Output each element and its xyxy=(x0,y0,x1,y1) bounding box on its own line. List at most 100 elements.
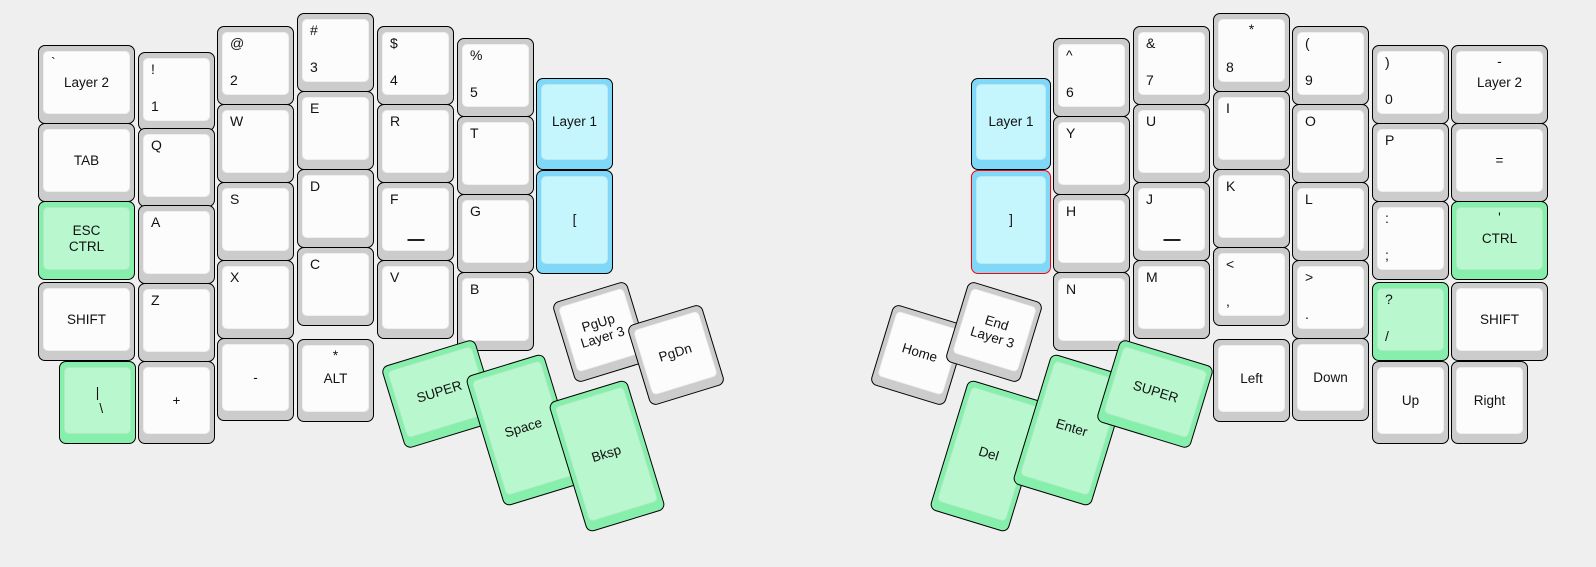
key-r-h[interactable]: H xyxy=(1053,194,1130,273)
keycap-surface: | \ xyxy=(64,367,131,434)
key-r-0[interactable]: )0 xyxy=(1372,45,1449,124)
key-l-5[interactable]: %5 xyxy=(457,38,534,117)
key-l-lbracket[interactable]: [ xyxy=(536,170,613,274)
key-l-e[interactable]: E xyxy=(297,91,374,170)
key-l-c[interactable]: C xyxy=(297,247,374,326)
key-r-8[interactable]: *8 xyxy=(1213,13,1290,92)
key-l-tab[interactable]: TAB xyxy=(38,123,135,202)
key-l-v[interactable]: V xyxy=(377,260,454,339)
key-l-shift[interactable]: SHIFT xyxy=(38,282,135,361)
keycap-surface: PgDn xyxy=(632,310,718,396)
keycap-surface: C xyxy=(302,253,369,316)
key-l-1[interactable]: !1 xyxy=(138,52,215,131)
key-l-d[interactable]: D xyxy=(297,169,374,248)
key-legend-center: + xyxy=(172,392,181,408)
key-r-rbracket[interactable]: ] xyxy=(971,170,1051,274)
key-legend-top: Z xyxy=(151,292,160,308)
key-r-semicolon[interactable]: :; xyxy=(1372,201,1449,280)
key-r-p[interactable]: P xyxy=(1372,123,1449,202)
keycap-surface: Q xyxy=(143,134,210,197)
key-legend-bottom: 8 xyxy=(1226,59,1234,76)
key-legend-top: ? xyxy=(1385,291,1393,307)
key-l-a[interactable]: A xyxy=(138,205,215,284)
key-legend-top: A xyxy=(151,214,161,230)
key-legend-center: Enter xyxy=(1053,416,1090,440)
key-l-t[interactable]: T xyxy=(457,116,534,195)
key-legend-center: CTRL xyxy=(1481,230,1518,246)
key-r-slash[interactable]: ?/ xyxy=(1372,282,1449,361)
key-l-q[interactable]: Q xyxy=(138,128,215,207)
key-l-g[interactable]: G xyxy=(457,194,534,273)
keycap-surface: U xyxy=(1138,110,1205,173)
key-r-7[interactable]: &7 xyxy=(1133,26,1210,105)
keycap-surface: -Layer 2 xyxy=(1456,51,1543,114)
key-l-b[interactable]: B xyxy=(457,272,534,351)
key-legend-top: O xyxy=(1305,113,1316,129)
key-legend-bottom: 0 xyxy=(1385,91,1393,108)
key-l-w[interactable]: W xyxy=(217,104,294,183)
key-r-comma[interactable]: <, xyxy=(1213,247,1290,326)
key-legend-center: = xyxy=(1495,152,1504,168)
keycap-surface: SUPER xyxy=(1103,345,1208,439)
key-legend-center: SUPER xyxy=(1131,378,1181,406)
key-l-z[interactable]: Z xyxy=(138,283,215,362)
key-r-layer1[interactable]: Layer 1 xyxy=(971,78,1051,170)
key-l-x[interactable]: X xyxy=(217,260,294,339)
key-r-6[interactable]: ^6 xyxy=(1053,38,1130,117)
key-l-grave-layer2[interactable]: `Layer 2 xyxy=(38,45,135,124)
key-l-pipe-backslash[interactable]: | \ xyxy=(59,361,136,444)
key-r-shift[interactable]: SHIFT xyxy=(1451,282,1548,361)
key-r-u[interactable]: U xyxy=(1133,104,1210,183)
key-legend-center: Home xyxy=(900,340,940,366)
key-l-2[interactable]: @2 xyxy=(217,26,294,105)
key-legend-top: G xyxy=(470,203,481,219)
key-r-right[interactable]: Right xyxy=(1451,361,1528,444)
key-r-y[interactable]: Y xyxy=(1053,116,1130,195)
key-r-left[interactable]: Left xyxy=(1213,339,1290,422)
keycap-surface: I xyxy=(1218,97,1285,160)
key-l-f[interactable]: F xyxy=(377,182,454,261)
key-l-3[interactable]: #3 xyxy=(297,13,374,92)
key-r-k[interactable]: K xyxy=(1213,169,1290,248)
key-l-alt[interactable]: *ALT xyxy=(297,339,374,422)
key-l-s[interactable]: S xyxy=(217,182,294,261)
keycap-surface: ] xyxy=(976,176,1046,264)
key-r-j[interactable]: J xyxy=(1133,182,1210,261)
keycap-surface: Z xyxy=(143,289,210,352)
key-l-plus[interactable]: + xyxy=(138,361,215,444)
key-r-m[interactable]: M xyxy=(1133,260,1210,339)
key-l-layer1[interactable]: Layer 1 xyxy=(536,78,613,170)
key-legend-bottom: 7 xyxy=(1146,72,1154,89)
keycap-surface: <, xyxy=(1218,253,1285,316)
key-r-9[interactable]: (9 xyxy=(1292,26,1369,105)
key-r-quote-ctrl[interactable]: 'CTRL xyxy=(1451,201,1548,280)
key-l-bksp[interactable]: Bksp xyxy=(547,378,667,534)
key-l-esc-ctrl[interactable]: ESC CTRL xyxy=(38,201,135,280)
key-r-minus-layer2[interactable]: -Layer 2 xyxy=(1451,45,1548,124)
key-l-pgdn[interactable]: PgDn xyxy=(626,303,726,407)
key-legend-top: Q xyxy=(151,137,162,153)
key-r-equal[interactable]: = xyxy=(1451,123,1548,202)
key-l-r[interactable]: R xyxy=(377,104,454,183)
key-r-n[interactable]: N xyxy=(1053,272,1130,351)
key-r-up[interactable]: Up xyxy=(1372,361,1449,444)
key-legend-bottom: 6 xyxy=(1066,84,1074,101)
key-r-down[interactable]: Down xyxy=(1292,338,1369,421)
key-l-4[interactable]: $4 xyxy=(377,26,454,105)
key-r-i[interactable]: I xyxy=(1213,91,1290,170)
key-r-o[interactable]: O xyxy=(1292,104,1369,183)
key-r-super[interactable]: SUPER xyxy=(1095,338,1215,450)
keycap-surface: V xyxy=(382,266,449,329)
key-r-period[interactable]: >. xyxy=(1292,260,1369,339)
key-legend-center: Left xyxy=(1240,370,1263,386)
key-legend-top: @ xyxy=(230,35,245,51)
key-legend: | \ xyxy=(95,385,104,416)
keycap-surface: @2 xyxy=(222,32,289,95)
key-r-l[interactable]: L xyxy=(1292,182,1369,261)
keycap-surface: J xyxy=(1138,188,1205,251)
keycap-surface: M xyxy=(1138,266,1205,329)
key-l-minus[interactable]: - xyxy=(217,338,294,421)
key-legend-top: ( xyxy=(1305,35,1310,51)
key-r-end-layer3[interactable]: End Layer 3 xyxy=(944,280,1044,384)
keycap-surface: )0 xyxy=(1377,51,1444,114)
